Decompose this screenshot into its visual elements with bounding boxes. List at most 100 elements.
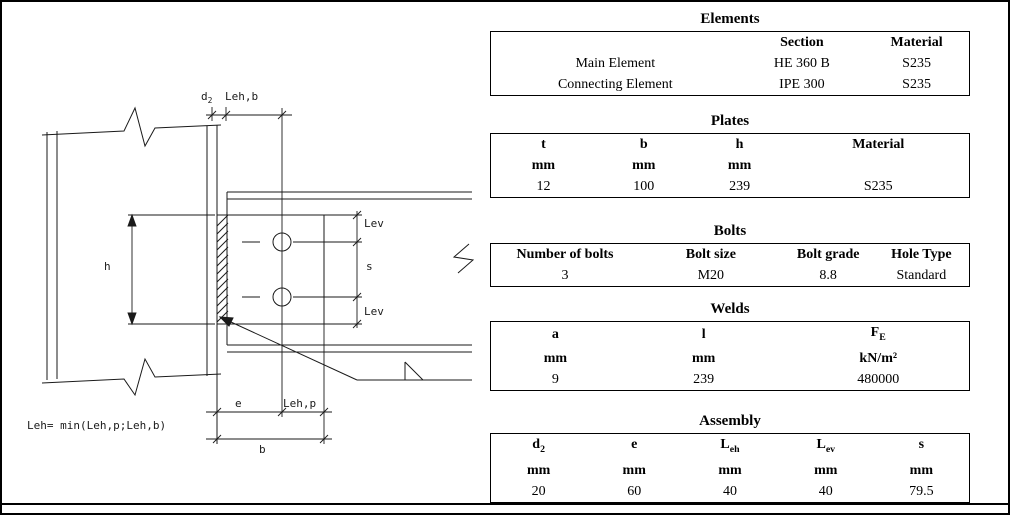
table-cell: e: [586, 434, 682, 460]
assembly-h0-main: d: [532, 437, 541, 452]
table-row: 3 M20 8.8 Standard: [491, 265, 970, 287]
table-cell: d2: [491, 434, 587, 460]
table-cell: Main Element: [575, 56, 656, 71]
table-cell: S235: [902, 77, 931, 92]
table-cell: 40: [818, 483, 833, 499]
table-row: mm mm kN/m²: [491, 348, 970, 369]
table-cell: 480000: [857, 371, 900, 387]
table-cell: Material: [852, 137, 905, 152]
assembly-h2-sub: eh: [729, 443, 740, 455]
column: [41, 106, 222, 444]
elements-table: Elements Section Material Main Element H…: [490, 10, 970, 96]
table-cell: Section: [780, 35, 824, 50]
table-cell: mm: [622, 462, 646, 478]
table-cell: Material: [890, 35, 943, 50]
table-cell: Leh: [682, 434, 778, 460]
table-cell: mm: [531, 158, 556, 173]
table-cell: 100: [633, 179, 655, 194]
table-cell: 20: [531, 483, 546, 499]
table-cell: 3: [561, 268, 569, 283]
table-cell: mm: [909, 462, 933, 478]
table-cell: 8.8: [819, 268, 837, 283]
table-cell: 9: [551, 371, 559, 387]
table-row: mm mm mm mm mm: [491, 460, 970, 481]
table-row: Section Material: [491, 32, 970, 54]
welds-f-main: F: [870, 325, 880, 340]
assembly-table-title: Assembly: [699, 413, 761, 429]
table-cell: s: [874, 434, 970, 460]
bottom-rule: [2, 503, 1008, 505]
assembly-h4-main: s: [918, 437, 925, 452]
table-cell: [491, 32, 740, 54]
table-cell: 12: [536, 179, 551, 194]
welds-table: Welds a l FE mm mm kN/m² 9 239 480000: [490, 300, 970, 391]
assembly-h3-sub: ev: [825, 443, 836, 455]
table-cell: 239: [729, 179, 751, 194]
dimension-lines: [127, 107, 362, 444]
weld-hatch: [216, 214, 229, 323]
table-cell: Bolt size: [685, 247, 736, 262]
dim-label-d2-sub: 2: [207, 96, 213, 106]
assembly-table: Assembly d2 e Leh Lev s mm mm mm mm mm 2…: [490, 412, 970, 503]
connection-drawing-svg: [41, 106, 475, 444]
fin-plate: [216, 214, 325, 325]
welds-f-sub: E: [879, 331, 886, 343]
table-cell: 40: [722, 483, 737, 499]
table-cell: b: [639, 137, 648, 152]
table-cell: Lev: [778, 434, 874, 460]
table-cell: mm: [718, 462, 742, 478]
table-cell: HE 360 B: [773, 56, 830, 71]
welds-table-title: Welds: [710, 301, 750, 317]
dim-label-s: s: [366, 260, 373, 273]
table-row: a l FE: [491, 322, 970, 348]
table-row: Connecting Element IPE 300 S235: [491, 74, 970, 96]
table-cell: FE: [787, 322, 969, 348]
beam: [226, 191, 475, 353]
dim-label-leh-p: Leh,p: [283, 397, 317, 410]
table-cell: mm: [632, 158, 656, 173]
elements-table-title: Elements: [700, 11, 760, 27]
table-row: Number of bolts Bolt size Bolt grade Hol…: [491, 244, 970, 266]
dim-label-h: h: [104, 260, 111, 273]
leh-formula: Leh= min(Leh,p;Leh,b): [27, 419, 167, 432]
assembly-h1-main: e: [631, 437, 638, 452]
table-cell: mm: [814, 462, 838, 478]
table-cell: mm: [727, 158, 752, 173]
table-cell: mm: [526, 462, 551, 478]
dim-label-lev-bottom: Lev: [364, 305, 384, 318]
table-cell: h: [735, 137, 744, 152]
table-cell: mm: [543, 350, 568, 366]
table-row: 12 100 239 S235: [491, 176, 970, 198]
table-cell: t: [541, 137, 546, 152]
table-cell: IPE 300: [779, 77, 825, 92]
table-cell: S235: [863, 179, 893, 194]
dim-label-leh-b: Leh,b: [225, 90, 259, 103]
plates-table: Plates t b h Material mm mm mm 12 100 23…: [490, 112, 970, 198]
table-row: Main Element HE 360 B S235: [491, 53, 970, 74]
connection-drawing: d2 Leh,b h Lev s Lev e Leh,p b Leh= min(…: [2, 2, 492, 513]
weld-leader: [218, 316, 472, 381]
plates-table-title: Plates: [710, 113, 750, 129]
table-cell: Connecting Element: [557, 77, 673, 92]
table-cell: l: [701, 327, 706, 343]
table-row: t b h Material: [491, 134, 970, 156]
table-cell: kN/m²: [859, 350, 898, 366]
table-cell: 60: [627, 483, 642, 499]
table-cell: Hole Type: [891, 247, 952, 262]
table-cell: Number of bolts: [516, 247, 614, 262]
table-cell: M20: [697, 268, 725, 283]
table-cell: S235: [902, 56, 931, 71]
table-cell: Bolt grade: [796, 247, 860, 262]
table-cell: mm: [691, 350, 716, 366]
table-row: mm mm mm: [491, 155, 970, 176]
table-row: 9 239 480000: [491, 369, 970, 391]
dim-label-e: e: [235, 397, 242, 410]
bolts-table: Bolts Number of bolts Bolt size Bolt gra…: [490, 222, 970, 287]
table-row: d2 e Leh Lev s: [491, 434, 970, 460]
table-cell: 79.5: [909, 483, 934, 499]
dim-label-d2: d2: [201, 90, 212, 107]
table-row: 20 60 40 40 79.5: [491, 481, 970, 503]
bolts-table-title: Bolts: [713, 223, 747, 239]
assembly-h0-sub: 2: [540, 443, 545, 455]
